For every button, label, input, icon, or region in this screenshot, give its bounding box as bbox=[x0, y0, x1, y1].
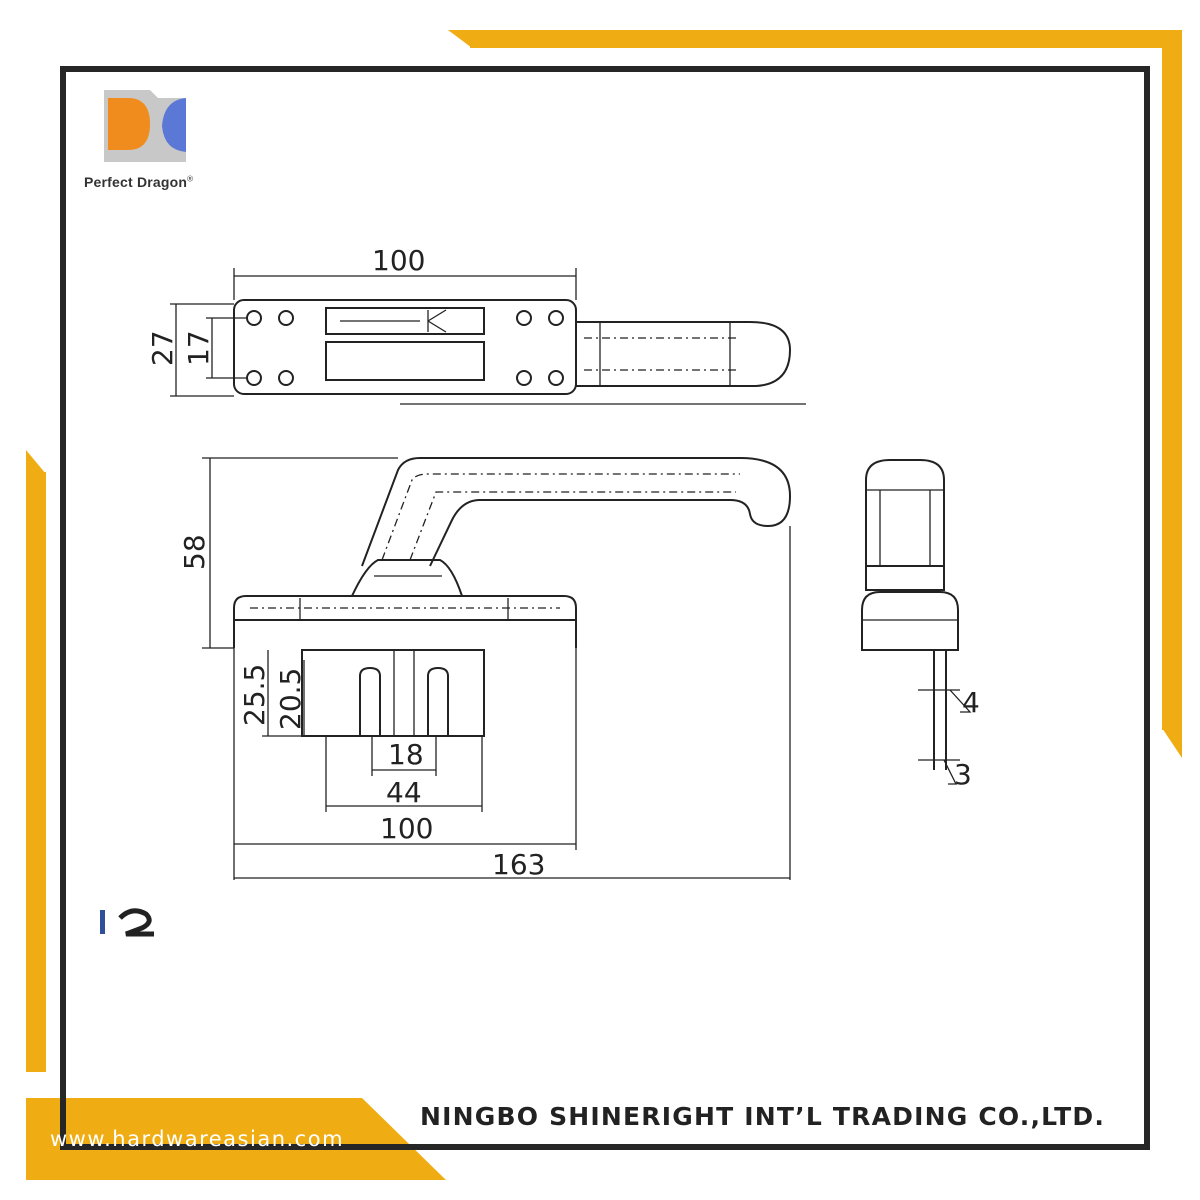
screw-hole bbox=[516, 370, 532, 386]
screw-hole bbox=[246, 310, 262, 326]
base-plate-outline bbox=[233, 595, 577, 648]
lever-arm bbox=[361, 457, 792, 567]
fragment-glyph bbox=[118, 908, 154, 937]
slot-line bbox=[427, 320, 447, 333]
registered-mark: ® bbox=[187, 174, 194, 184]
website-url[interactable]: www.hardwareasian.com bbox=[50, 1127, 345, 1151]
top-slot-upper bbox=[325, 307, 485, 335]
logo-orange-d bbox=[108, 98, 150, 150]
top-view-dimensions: 100 27 17 bbox=[146, 244, 577, 397]
dim-slot-span: 44 bbox=[386, 776, 422, 809]
perfect-dragon-logo bbox=[104, 90, 186, 162]
accent-right-bar bbox=[1162, 30, 1182, 730]
slot-left bbox=[359, 666, 381, 736]
lever-hidden-line bbox=[381, 473, 740, 561]
front-view bbox=[233, 457, 792, 880]
dim-side-height: 58 bbox=[178, 534, 211, 570]
spindle-leader bbox=[949, 689, 972, 713]
lever-hidden-line bbox=[409, 491, 736, 561]
logo-blue-c bbox=[162, 98, 186, 152]
brand-name-text: Perfect Dragon bbox=[84, 174, 188, 190]
side-view bbox=[861, 459, 972, 785]
front-view-dimensions: 58 25.5 20.5 18 44 100 163 bbox=[178, 457, 790, 881]
dim-total-length: 163 bbox=[492, 848, 545, 881]
side-view-dimensions: 4 3 bbox=[954, 686, 980, 791]
dim-top-height-inner: 17 bbox=[182, 330, 215, 366]
screw-hole bbox=[278, 310, 294, 326]
screw-hole bbox=[548, 310, 564, 326]
dim-top-width: 100 bbox=[372, 244, 425, 277]
accent-left-bar bbox=[26, 472, 46, 1072]
company-name: NINGBO SHINERIGHT INT’L TRADING CO.,LTD. bbox=[420, 1102, 1106, 1131]
dim-slot-depth-outer: 25.5 bbox=[238, 664, 271, 726]
screw-hole bbox=[246, 370, 262, 386]
top-view-plate bbox=[233, 299, 577, 395]
dim-base-width: 100 bbox=[380, 812, 433, 845]
brand-name: Perfect Dragon® bbox=[84, 174, 193, 190]
logo-cut bbox=[150, 90, 186, 98]
top-view bbox=[233, 299, 806, 405]
content-frame bbox=[60, 66, 1150, 1150]
screw-hole bbox=[548, 370, 564, 386]
dim-spindle-a: 4 bbox=[962, 686, 980, 719]
top-view-handle bbox=[576, 321, 792, 387]
dim-slot-pitch: 18 bbox=[388, 738, 424, 771]
dim-spindle-b: 3 bbox=[954, 758, 972, 791]
dim-slot-depth-inner: 20.5 bbox=[274, 668, 307, 730]
spindle-leader bbox=[943, 759, 958, 785]
slot-right bbox=[427, 666, 449, 736]
screw-hole bbox=[516, 310, 532, 326]
screw-hole bbox=[278, 370, 294, 386]
cropped-label-fragment bbox=[100, 908, 154, 937]
top-slot-lower bbox=[325, 341, 485, 381]
neck bbox=[351, 559, 463, 597]
dim-top-height-outer: 27 bbox=[146, 330, 179, 366]
accent-top-bar bbox=[470, 30, 1182, 48]
side-handle bbox=[865, 459, 945, 566]
slot-body bbox=[301, 649, 485, 737]
fragment-bar bbox=[100, 910, 105, 934]
side-base bbox=[861, 591, 959, 651]
side-neck bbox=[865, 565, 945, 591]
slot-line bbox=[427, 309, 447, 322]
